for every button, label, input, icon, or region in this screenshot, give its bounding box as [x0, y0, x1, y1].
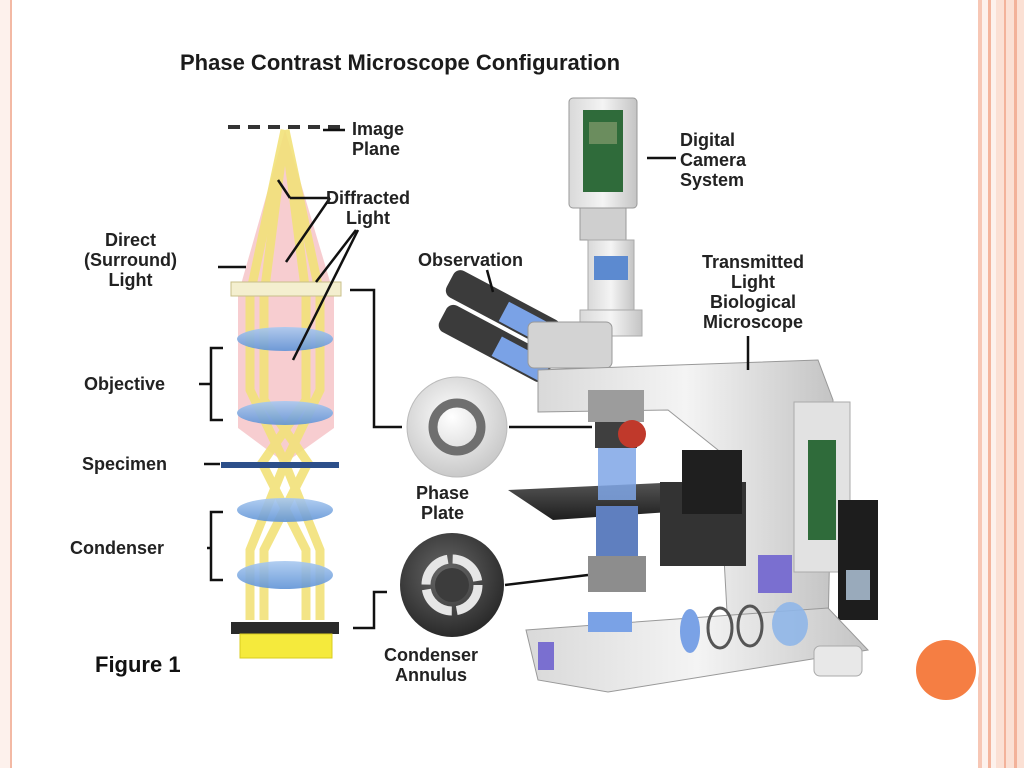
direct-light-beams [245, 129, 325, 620]
diffracted-light-label: Diffracted Light [326, 188, 411, 228]
annulus-bar [231, 622, 339, 634]
objective-lens [237, 327, 333, 351]
leader-lines [199, 128, 402, 630]
transmitted-light-microscope-label: Transmitted Light Biological Microscope [702, 252, 805, 332]
phase-plate-bar [230, 281, 342, 297]
figure-title: Phase Contrast Microscope Configuration [180, 50, 621, 75]
light-source [239, 633, 333, 659]
figure-caption: Figure 1 [95, 652, 181, 677]
phase-plate-disc [406, 376, 508, 478]
objective-lens [237, 401, 333, 425]
edge-decoration [996, 0, 1024, 768]
condenser-label: Condenser [70, 538, 165, 558]
microscope-illustration [438, 97, 878, 693]
accent-dot [916, 640, 976, 700]
direct-surround-light-label: Direct (Surround) Light [84, 230, 177, 290]
disc-leader-lines [504, 425, 592, 587]
optical-schematic [199, 125, 402, 659]
condenser-lens [237, 561, 333, 589]
specimen-label: Specimen [82, 454, 168, 474]
objective-label: Objective [84, 374, 166, 394]
phase-plate-label: Phase Plate [416, 483, 470, 523]
observation-label: Observation [418, 250, 524, 270]
condenser-annulus-label: Condenser Annulus [384, 645, 479, 685]
edge-decoration [1004, 0, 1006, 768]
digital-camera-system-label: Digital Camera System [680, 130, 747, 190]
edge-decoration [978, 0, 982, 768]
specimen-slide [221, 462, 339, 468]
edge-decoration [988, 0, 991, 768]
condenser-annulus-disc [400, 533, 504, 637]
microscope-figure: Phase Contrast Microscope Configuration … [68, 30, 914, 698]
image-plane-label: Image Plane [352, 119, 405, 159]
edge-decoration [1014, 0, 1017, 768]
figure-illustration [199, 97, 878, 693]
condenser-lens [237, 498, 333, 522]
